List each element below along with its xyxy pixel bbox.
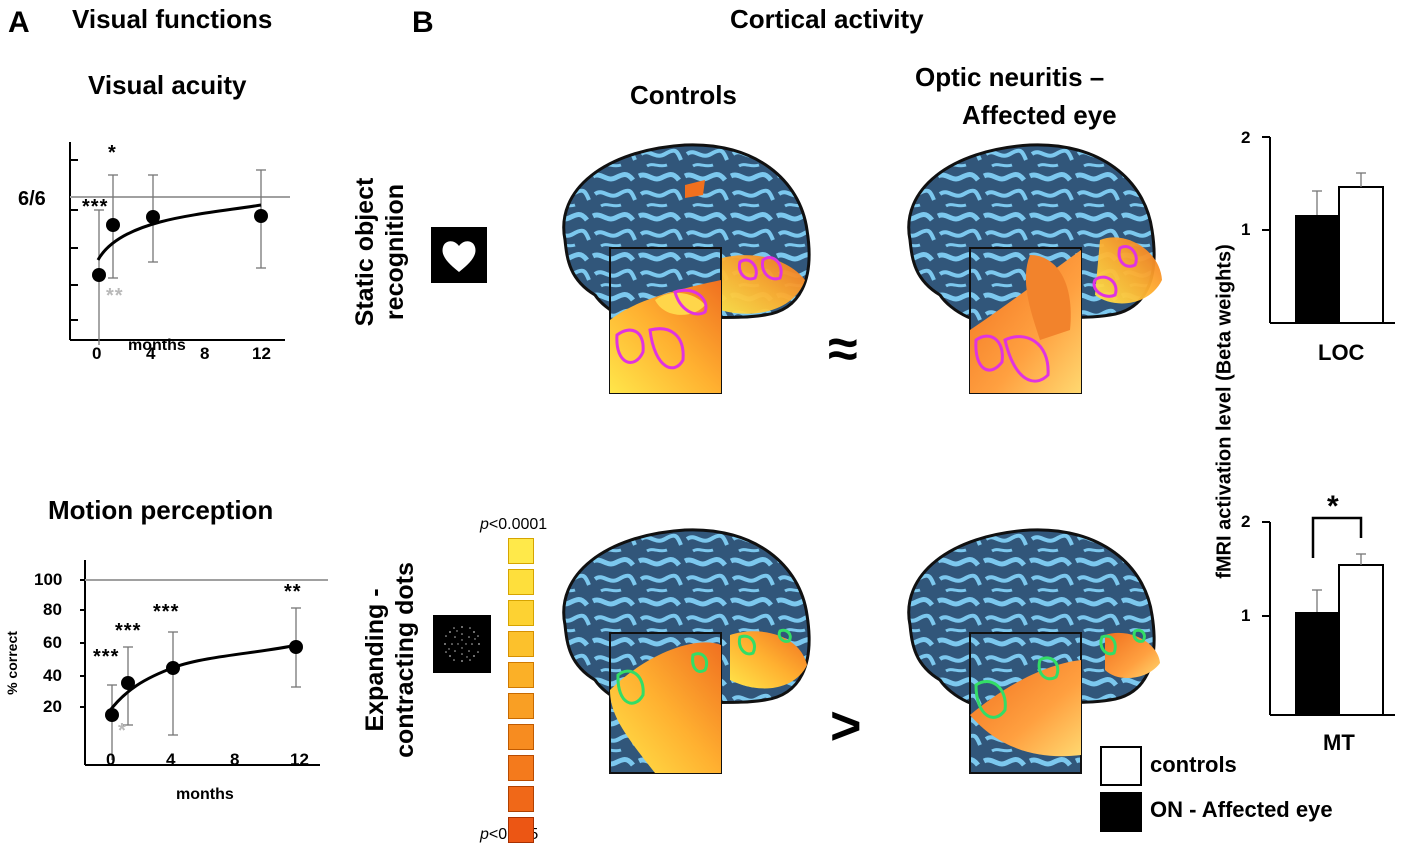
legend-controls-label: controls <box>1150 752 1237 777</box>
mp-x-tick: 4 <box>166 750 176 769</box>
va-xlabel: months <box>128 337 186 354</box>
mp-point <box>121 676 135 690</box>
mp-y-tick: 100 <box>34 570 63 589</box>
visual-acuity-chart <box>69 142 290 345</box>
mp-y-tick: 20 <box>43 697 62 716</box>
va-fit-curve <box>96 203 262 261</box>
col-on-title-1: Optic neuritis – <box>915 62 1105 92</box>
loc-bar-controls <box>1338 186 1384 324</box>
col-controls-title: Controls <box>630 80 737 110</box>
mp-xlabel: months <box>176 786 234 803</box>
bars-ylabel: fMRI activation level (Beta weights) <box>1213 244 1236 579</box>
panel-a-title: Visual functions <box>72 4 273 34</box>
heart-stimulus-icon <box>431 227 487 283</box>
motion-chart <box>80 560 328 766</box>
mt-sig-star: * <box>1327 490 1339 523</box>
mp-point <box>105 708 119 722</box>
mt-y-tick: 1 <box>1241 606 1251 625</box>
mp-star-gray: * <box>118 720 127 742</box>
radial-dots-icon <box>444 626 480 662</box>
row2-label-line1: Expanding - <box>361 588 389 732</box>
motion-title: Motion perception <box>48 495 274 525</box>
loc-label: LOC <box>1318 340 1365 365</box>
mp-point <box>289 640 303 654</box>
loc-y-tick: 2 <box>1241 128 1251 147</box>
mp-x-tick: 0 <box>106 750 116 769</box>
legend-on-swatch <box>1100 792 1142 832</box>
va-point <box>254 209 268 223</box>
mp-y-tick: 60 <box>43 633 62 652</box>
mp-stars: *** <box>153 601 180 623</box>
va-point <box>146 210 160 224</box>
mt-label: MT <box>1323 730 1355 755</box>
va-point <box>106 218 120 232</box>
mt-sig-bracket <box>1311 516 1363 558</box>
row2-label: Expanding - contracting dots <box>360 510 420 810</box>
va-stars-triple: *** <box>82 196 109 218</box>
mp-stars: *** <box>115 620 142 642</box>
mp-point <box>166 661 180 675</box>
panel-a-letter: A <box>8 6 30 39</box>
p-value-colorbar <box>508 538 534 843</box>
legend-controls-swatch <box>1100 746 1142 786</box>
brain-on-motion <box>907 528 1160 774</box>
greater-symbol: > <box>830 696 862 756</box>
legend-on-label: ON - Affected eye <box>1150 797 1333 822</box>
brain-controls-motion <box>562 528 811 774</box>
loc-bar-on <box>1295 215 1339 323</box>
mp-fit-curve <box>106 643 298 714</box>
col-on-title-2: Affected eye <box>962 100 1117 130</box>
mt-y-tick: 2 <box>1241 512 1251 531</box>
va-x-tick: 8 <box>200 344 210 363</box>
mp-stars: *** <box>93 646 120 668</box>
row1-label-line1: Static object <box>351 177 379 327</box>
va-point <box>92 268 106 282</box>
row1-label-line2: recognition <box>381 183 409 321</box>
brain-on-static <box>907 143 1162 394</box>
mp-ylabel: % correct <box>3 631 20 695</box>
loc-bar-chart <box>1262 136 1395 324</box>
brain-controls-static <box>562 143 811 394</box>
mp-y-tick: 80 <box>43 600 62 619</box>
loc-y-tick: 1 <box>1241 220 1251 239</box>
va-x-tick: 12 <box>252 344 271 363</box>
dots-stimulus-icon <box>433 615 491 673</box>
va-stars-gray: ** <box>106 285 124 307</box>
mp-x-tick: 12 <box>290 750 309 769</box>
mp-stars: ** <box>284 581 302 603</box>
va-x-tick: 0 <box>92 344 102 363</box>
mp-y-tick: 40 <box>43 666 62 685</box>
va-ref-label: 6/6 <box>18 188 46 210</box>
va-x-tick: 4 <box>146 344 156 363</box>
colorbar-top-label: p<0.0001 <box>480 516 548 533</box>
panel-b-letter: B <box>412 6 434 39</box>
va-star: * <box>108 142 117 164</box>
mt-bar-on <box>1295 612 1339 715</box>
approx-symbol: ≈ <box>828 319 858 379</box>
visual-acuity-title: Visual acuity <box>88 70 247 100</box>
row2-label-line2: contracting dots <box>391 562 419 758</box>
mp-x-tick: 8 <box>230 750 240 769</box>
row1-label: Static object recognition <box>350 102 410 402</box>
panel-b-title: Cortical activity <box>730 4 924 34</box>
mt-bar-chart <box>1262 516 1395 716</box>
mt-bar-controls <box>1338 564 1384 716</box>
